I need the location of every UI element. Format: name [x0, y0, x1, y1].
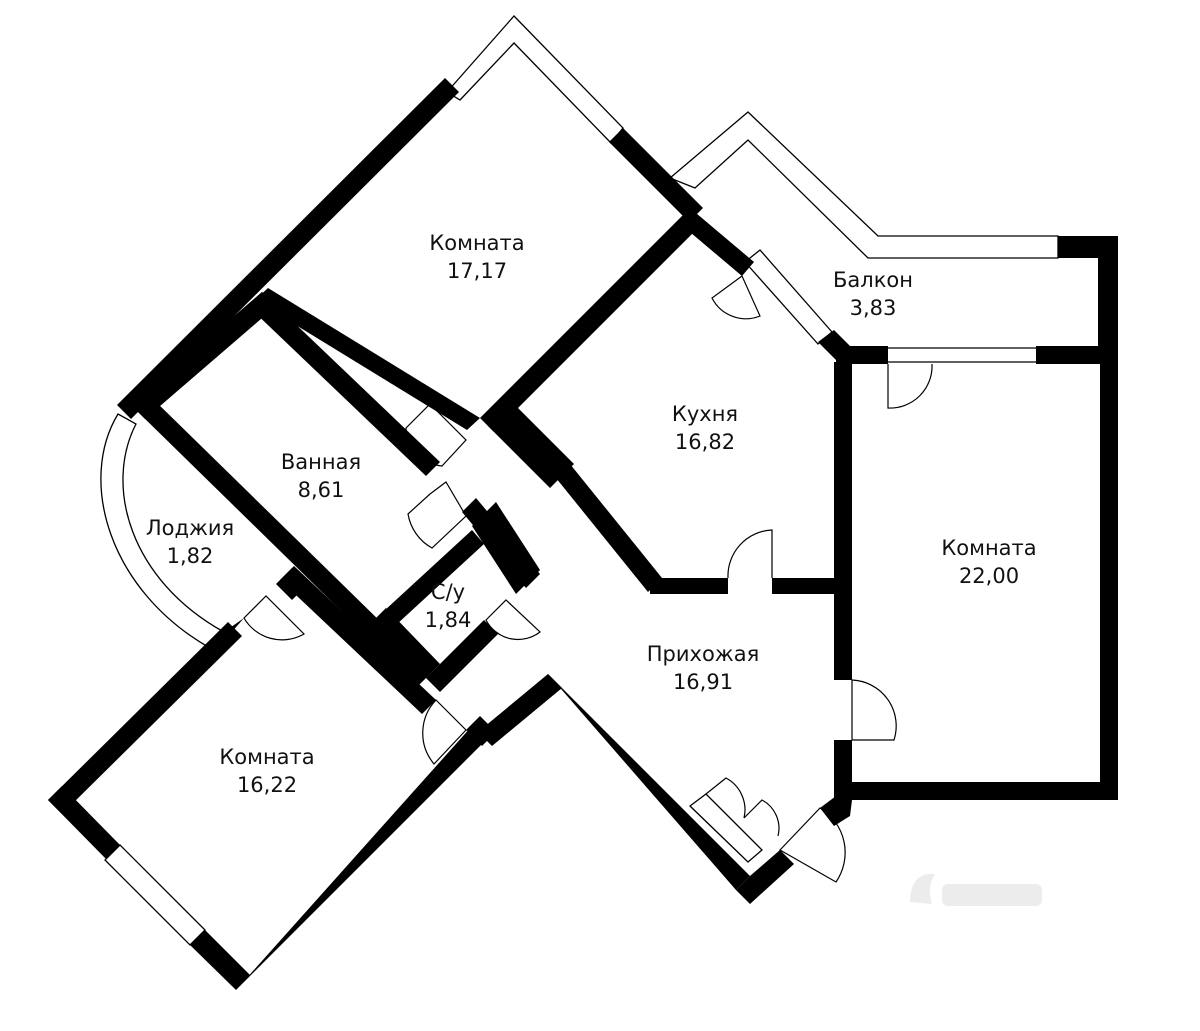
label-room-bottom: Комната 16,22 — [219, 743, 314, 799]
wall-top-room-kitchen — [255, 288, 480, 430]
wall-northwest — [117, 78, 459, 419]
wall-toilet-south — [372, 608, 440, 678]
wall-kitchen-south-diagonal — [556, 464, 662, 592]
wall-toilet-block — [472, 502, 540, 594]
door-right-room — [851, 679, 897, 741]
label-toilet: С/у 1,84 — [425, 578, 472, 634]
wall-toilet-east — [426, 620, 498, 692]
room-area: 1,82 — [166, 544, 214, 568]
label-room-right: Комната 22,00 — [941, 534, 1036, 590]
room-name: С/у — [430, 580, 466, 604]
door-top-room — [405, 403, 467, 467]
label-bathroom: Ванная 8,61 — [281, 448, 361, 504]
label-loggia: Лоджия 1,82 — [146, 514, 234, 570]
label-hallway: Прихожая 16,91 — [647, 640, 759, 696]
room-area: 16,91 — [672, 670, 734, 694]
room-area: 8,61 — [297, 478, 345, 502]
wall-hall-south — [548, 674, 750, 890]
wall-kitchen-northwest — [480, 208, 704, 432]
door-loggia — [243, 595, 305, 641]
room-area: 17,17 — [446, 259, 508, 283]
wall-bedroom-west — [48, 786, 120, 859]
label-balcony: Балкон 3,83 — [833, 266, 913, 322]
door-kitchen — [727, 529, 773, 579]
room-name: Комната — [941, 536, 1037, 560]
wall-balcony-east — [1058, 236, 1118, 362]
room-name: Лоджия — [145, 516, 235, 540]
label-room-top: Комната 17,17 — [429, 229, 524, 285]
wall-bath-top-room — [131, 292, 276, 419]
wall-bedroom-southeast — [236, 726, 486, 990]
room-name: Ванная — [280, 450, 362, 474]
window-hallway — [688, 793, 763, 863]
wall-kitchen-south-right — [772, 578, 840, 594]
wall-balcony-south-left — [836, 346, 888, 364]
wall-right-room-south — [840, 782, 1118, 800]
wall-right-room-west — [834, 362, 852, 680]
room-area: 22,00 — [958, 564, 1020, 588]
door-entrance — [779, 807, 846, 883]
wall-bedroom-southwest — [190, 930, 250, 990]
wall-top-room-northeast — [609, 128, 703, 222]
window-kitchen-balcony — [744, 249, 833, 345]
wall-balcony-south-right — [1036, 346, 1118, 364]
wall-bedroom-hall — [280, 566, 436, 714]
wall-hall-southeast — [736, 850, 794, 904]
window-bottom-room — [104, 844, 206, 946]
watermark-shape-icon — [910, 873, 1042, 906]
door-hallway-closet — [705, 777, 780, 837]
room-area: 3,83 — [849, 296, 897, 320]
room-area: 1,84 — [424, 608, 472, 632]
wall-right-room-east — [1100, 362, 1118, 800]
watermark-logo — [900, 862, 1050, 922]
wall-kitchen-balcony-left — [678, 208, 754, 276]
wall-hall-south-inner — [478, 674, 562, 746]
wall-kitchen-column — [488, 402, 574, 488]
door-right-room-balcony — [887, 363, 933, 409]
room-name: Балкон — [833, 268, 913, 292]
wall-hall-east-diagonal — [820, 796, 852, 826]
wall-toilet-west — [372, 530, 484, 636]
room-area: 16,22 — [236, 773, 298, 797]
wall-kitchen-south-left — [650, 578, 728, 594]
room-name: Кухня — [671, 402, 739, 426]
wall-bath-top-room-diagonal — [248, 292, 440, 476]
window-top-room — [446, 15, 624, 144]
door-bathroom — [407, 481, 467, 549]
walls — [48, 78, 1118, 990]
wall-bath-southwest — [138, 398, 432, 686]
wall-bedroom-northwest — [48, 622, 242, 814]
doors — [243, 275, 933, 883]
room-name: Комната — [429, 231, 525, 255]
door-bedroom — [422, 699, 467, 765]
window-right-room-balcony — [884, 347, 1039, 363]
room-area: 16,82 — [674, 430, 736, 454]
door-kitchen-balcony — [711, 275, 761, 320]
window-balcony-outer — [668, 111, 1059, 259]
room-name: Комната — [219, 745, 315, 769]
door-toilet — [485, 599, 541, 641]
label-kitchen: Кухня 16,82 — [672, 400, 738, 456]
room-name: Прихожая — [646, 642, 760, 666]
